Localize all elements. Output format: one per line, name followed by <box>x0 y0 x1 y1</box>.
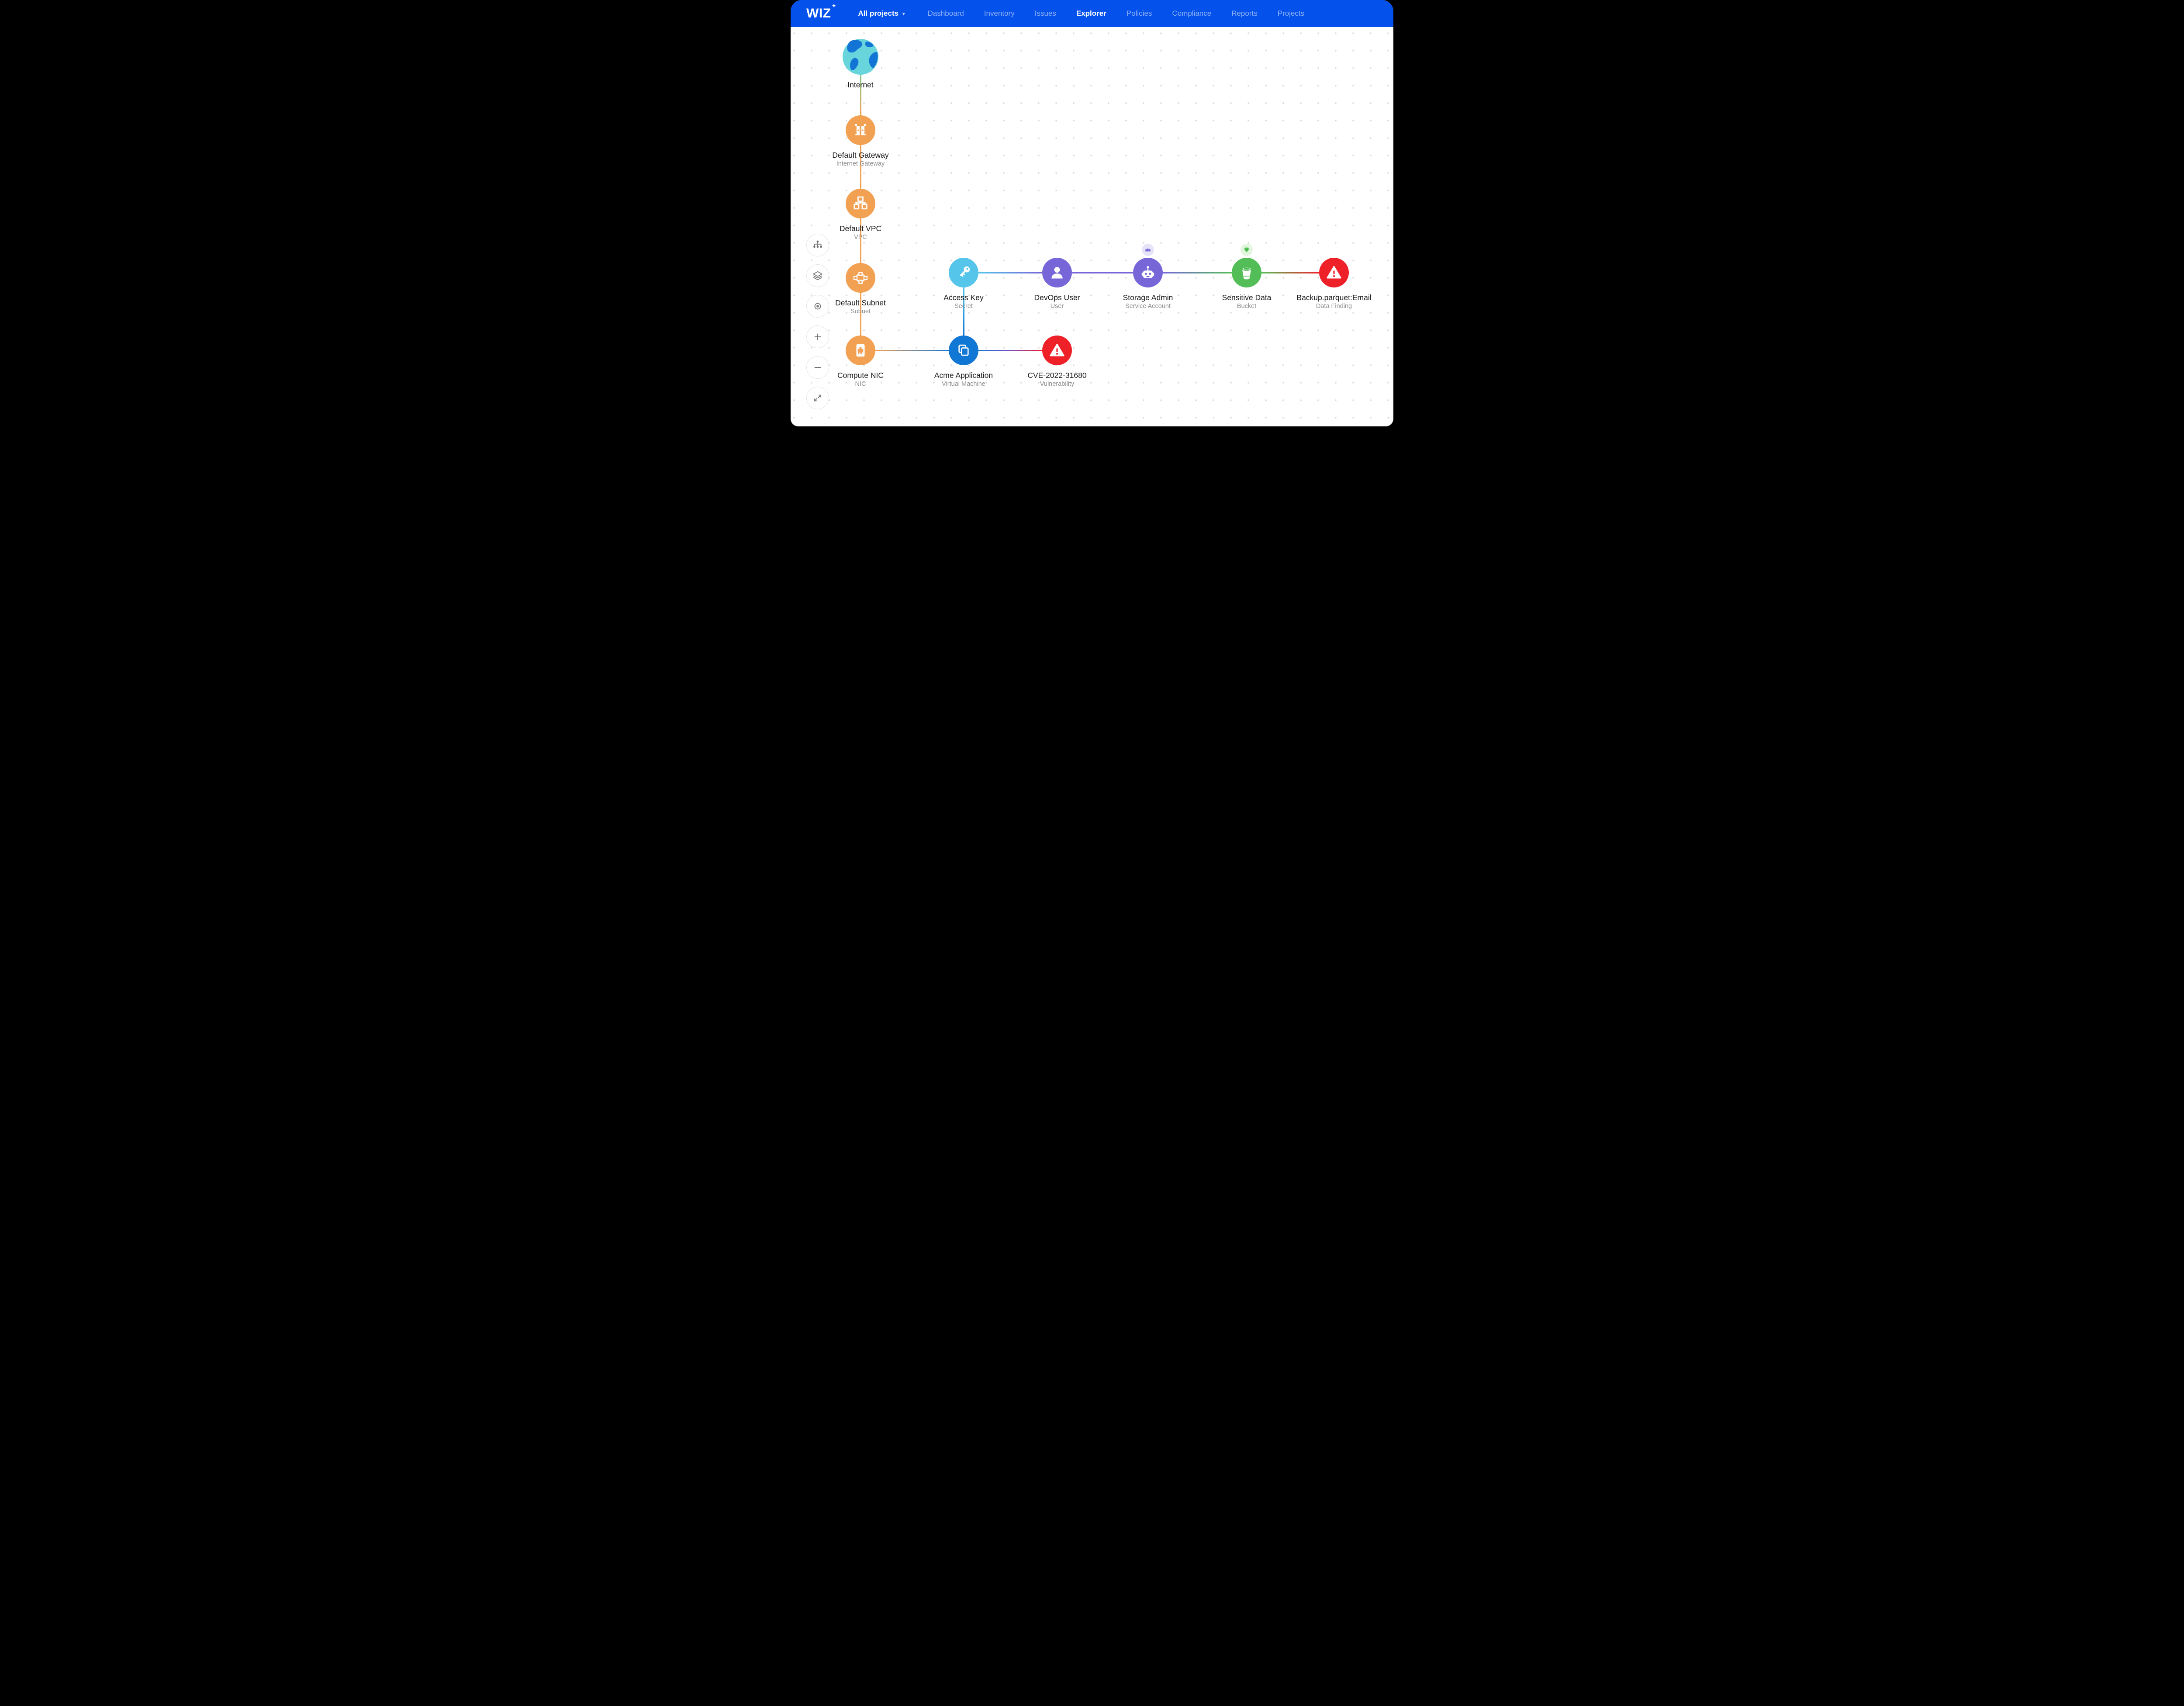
node-devops-user[interactable]: DevOps User User <box>1034 258 1080 310</box>
node-subtitle: Internet Gateway <box>836 160 885 167</box>
node-title: Storage Admin <box>1123 293 1173 302</box>
node-subtitle: Subnet <box>850 308 871 315</box>
node-default-vpc[interactable]: Default VPC VPC <box>840 189 881 241</box>
project-selector[interactable]: All projects ▾ <box>858 9 905 18</box>
node-compute-nic[interactable]: Compute NIC NIC <box>837 336 884 388</box>
node-subtitle: User <box>1050 303 1064 310</box>
admin-crown-badge <box>1142 244 1154 256</box>
edge-devops-storage <box>1072 272 1133 273</box>
wiz-explorer-window: WIZ ✦ All projects ▾ Dashboard Inventory… <box>791 0 1393 426</box>
node-default-subnet[interactable]: Default Subnet Subnet <box>835 263 886 315</box>
node-subtitle: Virtual Machine <box>942 381 985 388</box>
nav-item-issues[interactable]: Issues <box>1034 9 1056 17</box>
node-title: Default VPC <box>839 224 882 233</box>
user-icon <box>1051 267 1063 279</box>
node-internet[interactable]: Internet <box>843 39 878 89</box>
node-title: Access Key <box>943 293 984 302</box>
node-title: Acme Application <box>934 371 993 380</box>
nav-item-reports[interactable]: Reports <box>1231 9 1258 17</box>
node-subtitle: VPC <box>854 234 867 241</box>
nav-item-explorer[interactable]: Explorer <box>1076 9 1106 17</box>
node-backup-parquet-email[interactable]: Backup.parquet:Email Data Finding <box>1296 258 1372 310</box>
target-icon <box>814 303 821 310</box>
node-subtitle: Secret <box>954 303 973 310</box>
focus-target-button[interactable] <box>806 295 829 318</box>
edge-storage-sensitive <box>1163 272 1232 273</box>
edge-subnet-nic <box>860 293 861 336</box>
subnet-icon <box>853 272 868 284</box>
nav-item-dashboard[interactable]: Dashboard <box>927 9 964 17</box>
edge-sensitive-backup <box>1261 272 1319 273</box>
node-title: Backup.parquet:Email <box>1296 293 1372 302</box>
node-subtitle: Vulnerability <box>1040 381 1075 388</box>
vm-copy-icon <box>958 344 969 356</box>
edge-accesskey-devops <box>978 272 1042 273</box>
key-icon <box>960 266 970 277</box>
nic-icon <box>856 344 865 357</box>
node-subtitle: Data Finding <box>1316 303 1352 310</box>
edge-accesskey-acme <box>963 287 964 336</box>
bucket-icon <box>1241 266 1252 280</box>
sparkle-icon: ✦ <box>831 2 837 9</box>
edge-acme-cve <box>978 350 1042 351</box>
project-selector-label: All projects <box>858 9 899 17</box>
node-subtitle: NIC <box>855 381 866 388</box>
gem-icon <box>1244 247 1249 253</box>
top-nav: WIZ ✦ All projects ▾ Dashboard Inventory… <box>791 0 1393 27</box>
node-title: Default Gateway <box>832 151 889 159</box>
node-access-key[interactable]: Access Key Secret <box>943 258 984 310</box>
network-icon <box>854 196 867 210</box>
warning-icon <box>1050 343 1064 356</box>
edge-gateway-vpc <box>860 145 861 189</box>
node-title: Internet <box>847 80 874 89</box>
node-title: CVE-2022-31680 <box>1027 371 1087 380</box>
plus-icon <box>814 333 821 340</box>
node-title: Default Subnet <box>835 298 886 307</box>
node-sensitive-data[interactable]: Sensitive Data Bucket <box>1222 244 1271 310</box>
warning-icon <box>1327 266 1341 279</box>
nav-item-compliance[interactable]: Compliance <box>1172 9 1212 17</box>
node-subtitle: Bucket <box>1237 303 1257 310</box>
edge-nic-acme <box>875 350 949 351</box>
sensitive-gem-badge <box>1241 244 1253 256</box>
edge-internet-gateway <box>860 75 861 115</box>
gateway-icon <box>855 124 866 135</box>
node-title: DevOps User <box>1034 293 1080 302</box>
nav-item-projects[interactable]: Projects <box>1277 9 1305 17</box>
node-default-gateway[interactable]: Default Gateway Internet Gateway <box>832 115 889 167</box>
zoom-in-button[interactable] <box>806 325 829 348</box>
chevron-down-icon: ▾ <box>902 11 905 17</box>
hierarchy-layout-button[interactable] <box>806 234 829 256</box>
robot-icon <box>1141 266 1154 278</box>
layers-icon <box>813 271 822 280</box>
node-acme-application[interactable]: Acme Application Virtual Machine <box>934 336 993 388</box>
expand-icon <box>814 394 821 401</box>
node-storage-admin[interactable]: Storage Admin Service Account <box>1123 244 1173 310</box>
nav-item-policies[interactable]: Policies <box>1126 9 1152 17</box>
zoom-out-button[interactable] <box>806 356 829 379</box>
graph-toolbar <box>806 234 829 409</box>
nav-item-inventory[interactable]: Inventory <box>984 9 1015 17</box>
node-title: Compute NIC <box>837 371 884 380</box>
minus-icon <box>814 367 821 368</box>
layers-button[interactable] <box>806 264 829 287</box>
wiz-logo: WIZ ✦ <box>806 2 836 21</box>
node-title: Sensitive Data <box>1222 293 1272 302</box>
globe-icon <box>843 39 878 75</box>
hierarchy-icon <box>813 240 822 248</box>
node-subtitle: Service Account <box>1125 303 1171 310</box>
graph-canvas[interactable]: Internet Default Gateway Internet Gatewa… <box>791 27 1393 426</box>
edge-vpc-subnet <box>860 218 861 263</box>
wiz-logo-text: WIZ <box>806 6 831 21</box>
crown-icon <box>1145 248 1151 252</box>
node-cve-2022-31680[interactable]: CVE-2022-31680 Vulnerability <box>1027 336 1087 388</box>
nav-menu: Dashboard Inventory Issues Explorer Poli… <box>928 9 1305 18</box>
fit-to-screen-button[interactable] <box>806 387 829 409</box>
